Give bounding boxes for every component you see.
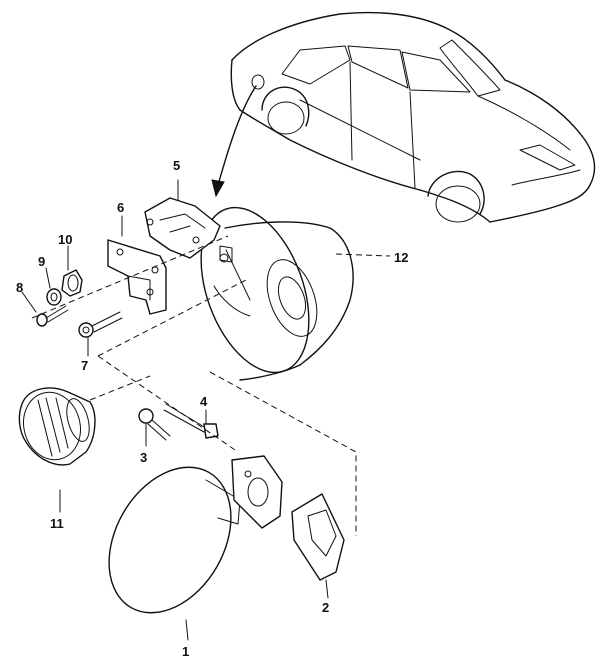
callout-10: 10: [58, 232, 72, 247]
fuel-door-part-1: [108, 466, 241, 614]
bolt-part-4: [163, 403, 219, 439]
callout-1: 1: [182, 644, 189, 659]
assembly-lines: [31, 235, 391, 536]
callout-7: 7: [81, 358, 88, 373]
grommet-part-10: [61, 269, 83, 297]
filler-housing-part-12: [200, 206, 354, 381]
callout-9: 9: [38, 254, 45, 269]
callout-4: 4: [200, 394, 208, 409]
callout-3: 3: [140, 450, 147, 465]
screw-part-3: [138, 408, 171, 441]
screw-part-8: [36, 305, 69, 327]
bracket-part-5: [144, 197, 221, 259]
callout-8: 8: [16, 280, 23, 295]
hinge-arm: [231, 455, 283, 529]
callout-2: 2: [322, 600, 329, 615]
callout-5: 5: [173, 158, 180, 173]
callout-6: 6: [117, 200, 124, 215]
callout-11: 11: [50, 516, 64, 531]
bolt-part-7: [78, 311, 123, 338]
leader-lines: [21, 179, 329, 641]
callout-labels: 5 6 10 9 8 7 4 3 11 1 2 12: [16, 158, 408, 659]
fuel-cap-part-11: [18, 387, 96, 466]
hinge-plate-part-6: [107, 239, 167, 315]
car-outline: [211, 11, 596, 223]
callout-12: 12: [394, 250, 408, 265]
nut-part-9: [46, 288, 62, 306]
gasket-part-2: [291, 493, 345, 581]
